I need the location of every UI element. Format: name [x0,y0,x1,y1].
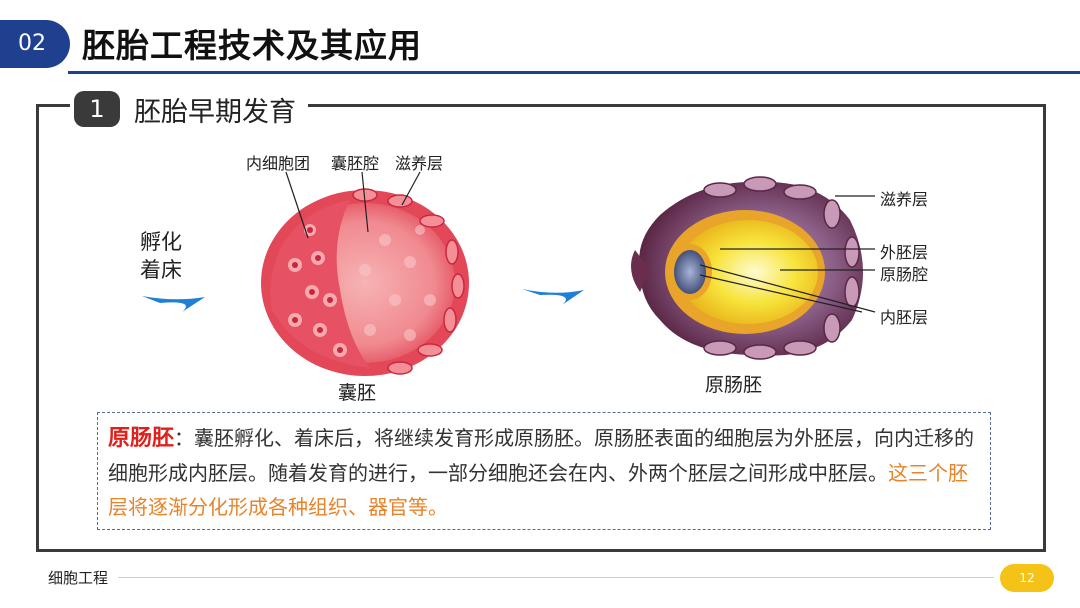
label-ectoderm: 外胚层 [880,239,928,263]
gastrula-illustration [631,177,863,359]
label-endoderm: 内胚层 [880,304,928,328]
footer-label: 细胞工程 [48,567,108,588]
hatch-implant-label: 孵化 着床 [140,228,200,284]
explanation-textbox: 原肠胚：囊胚孵化、着床后，将继续发育形成原肠胚。原肠胚表面的细胞层为外胚层，向内… [97,412,991,530]
blastula-illustration [261,189,469,376]
hatch-label-line1: 孵化 [140,228,200,256]
explanation-body: ：囊胚孵化、着床后，将继续发育形成原肠胚。原肠胚表面的细胞层为外胚层，向内迁移的… [108,426,974,485]
label-blastocoel: 囊胚腔 [331,150,379,174]
blastula-caption: 囊胚 [338,378,376,405]
footer-divider [118,577,994,578]
page-number-badge: 12 [1000,564,1054,592]
label-trophoblast: 滋养层 [395,150,443,174]
label-inner-cell-mass: 内细胞团 [246,150,310,174]
hatch-arrow [142,296,205,312]
key-term: 原肠胚 [108,426,174,451]
label-trophoblast-gastrula: 滋养层 [880,186,928,210]
label-archenteron: 原肠腔 [880,261,928,285]
gastrula-caption: 原肠胚 [705,370,762,397]
development-arrow [522,289,584,305]
hatch-label-line2: 着床 [140,256,200,284]
